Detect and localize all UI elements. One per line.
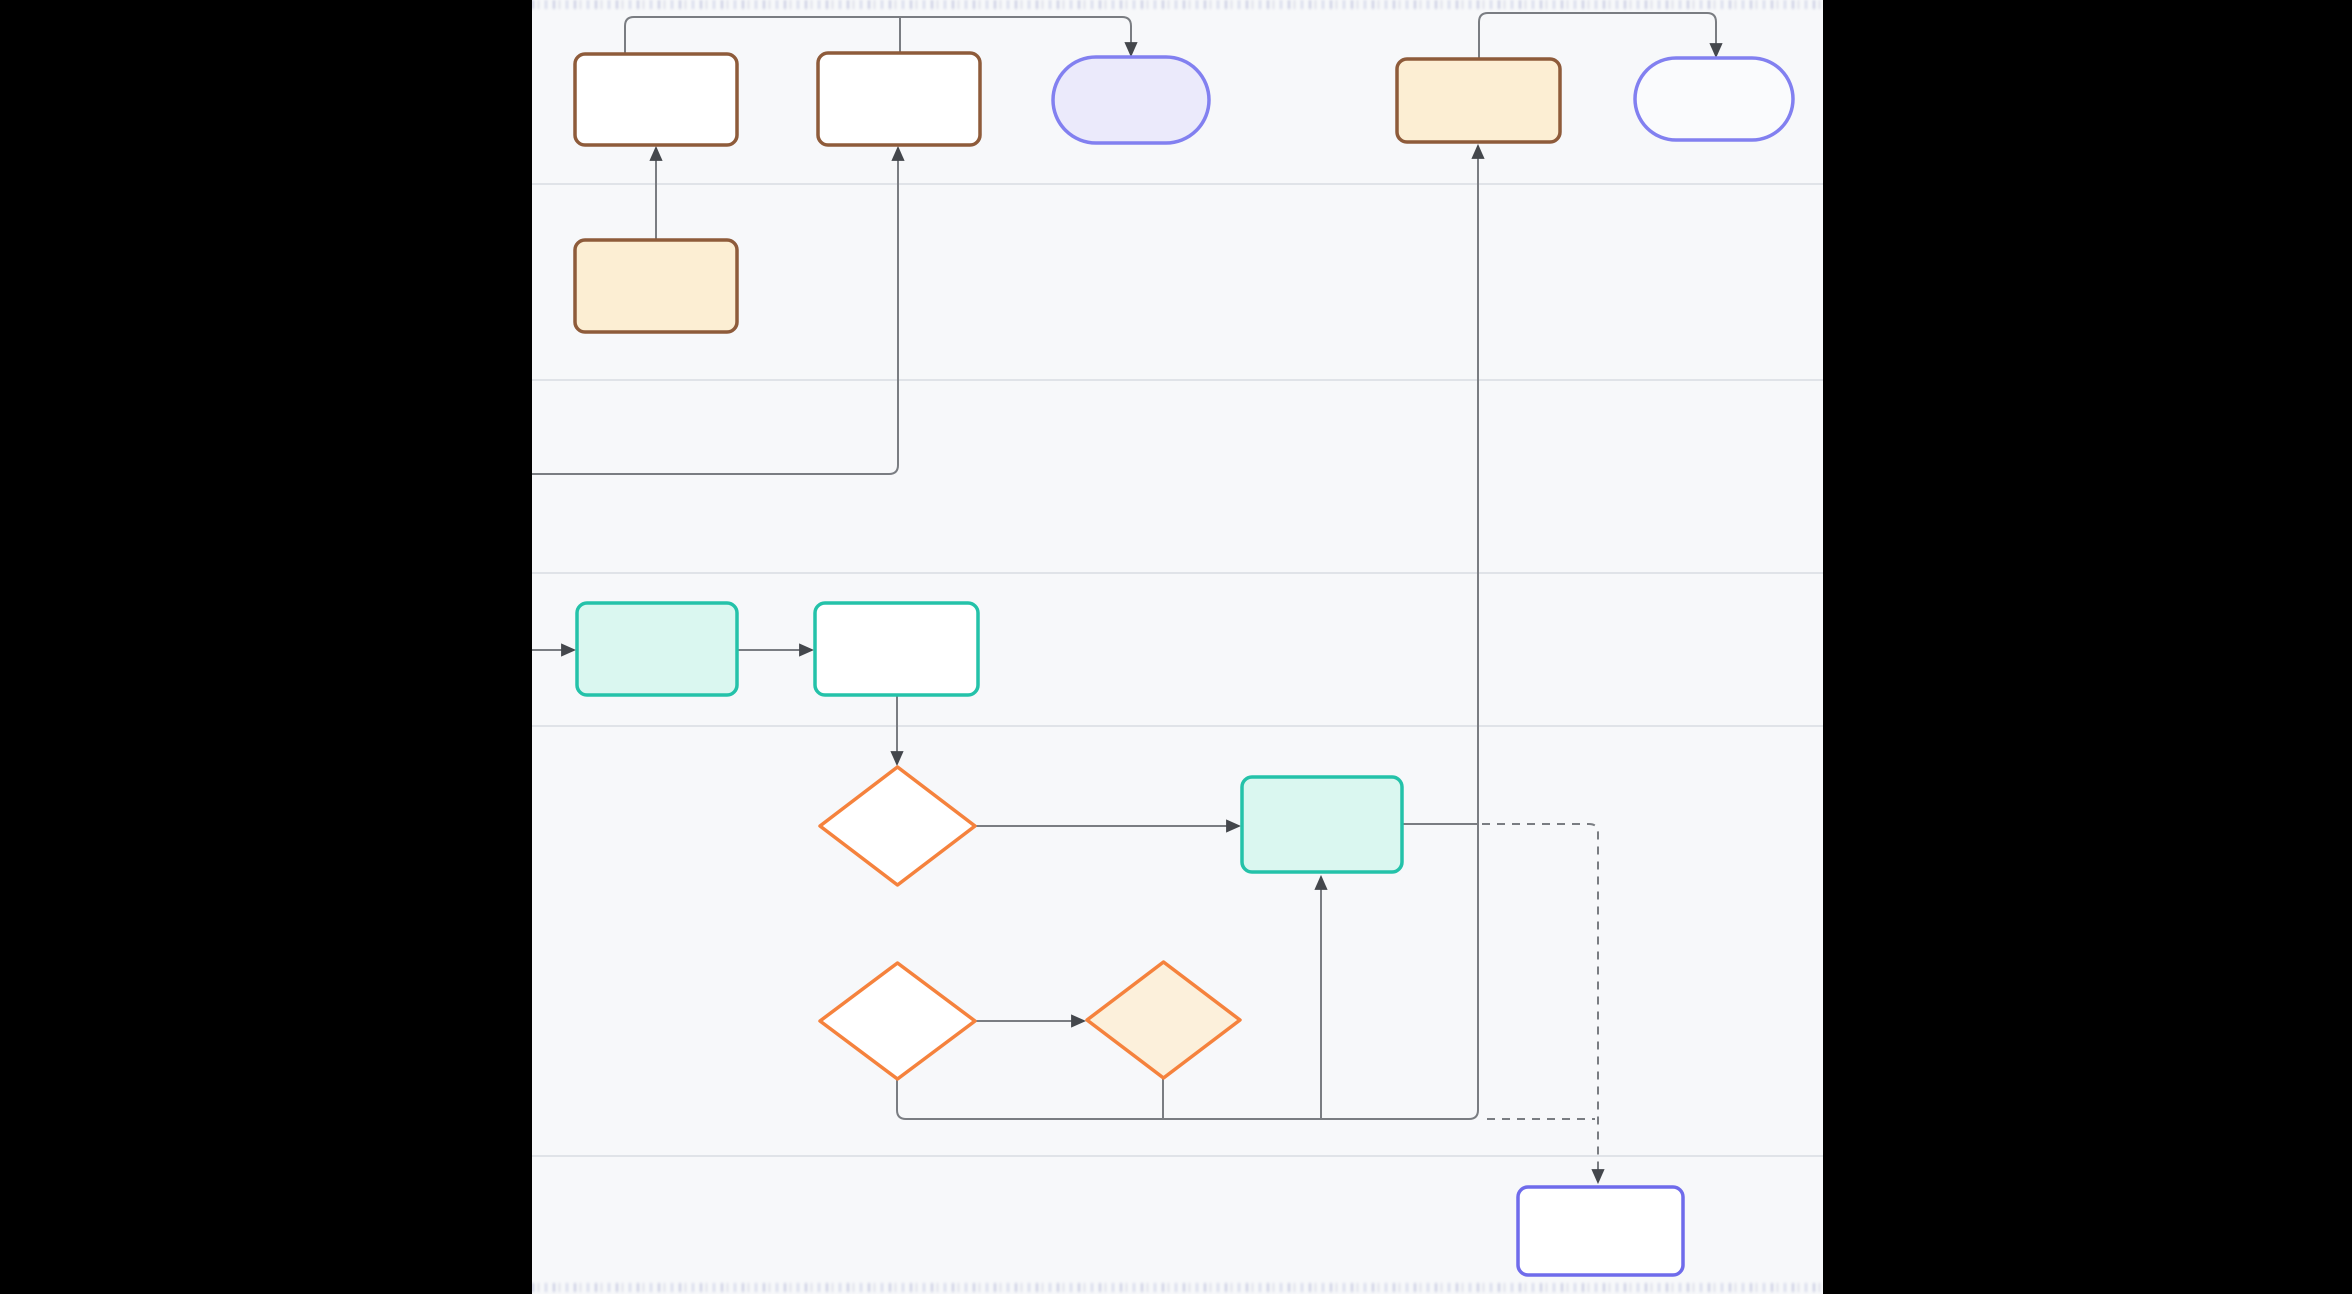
edge-decision-b-to-tan-top[interactable] (896, 143, 1485, 1120)
edge-tan-top-to-terminator[interactable] (1478, 12, 1723, 59)
node-process-purple[interactable] (1516, 1185, 1685, 1277)
node-process-brown-b[interactable] (816, 51, 982, 147)
node-process-teal-outline[interactable] (813, 601, 980, 697)
node-process-tan-top[interactable] (1395, 57, 1562, 144)
edge-offscreen-to-brown-b[interactable] (532, 145, 905, 475)
node-decision-b[interactable] (818, 961, 977, 1081)
node-process-teal-b[interactable] (1240, 775, 1404, 874)
node-process-tan[interactable] (573, 238, 739, 334)
node-process-brown-a[interactable] (573, 52, 739, 147)
diagram-canvas-background (532, 0, 1823, 1294)
node-decision-a[interactable] (818, 765, 977, 887)
edge-teal-b-to-purple-dashed[interactable] (1482, 823, 1605, 1185)
letterbox-left (0, 0, 532, 1294)
letterbox-right (1823, 0, 2352, 1294)
edge-brown-a-to-terminator[interactable] (624, 16, 1138, 58)
node-terminator-outline[interactable] (1633, 56, 1795, 142)
node-terminator-lavender[interactable] (1051, 55, 1211, 145)
node-decision-c[interactable] (1085, 960, 1242, 1080)
node-process-teal-a[interactable] (575, 601, 739, 697)
